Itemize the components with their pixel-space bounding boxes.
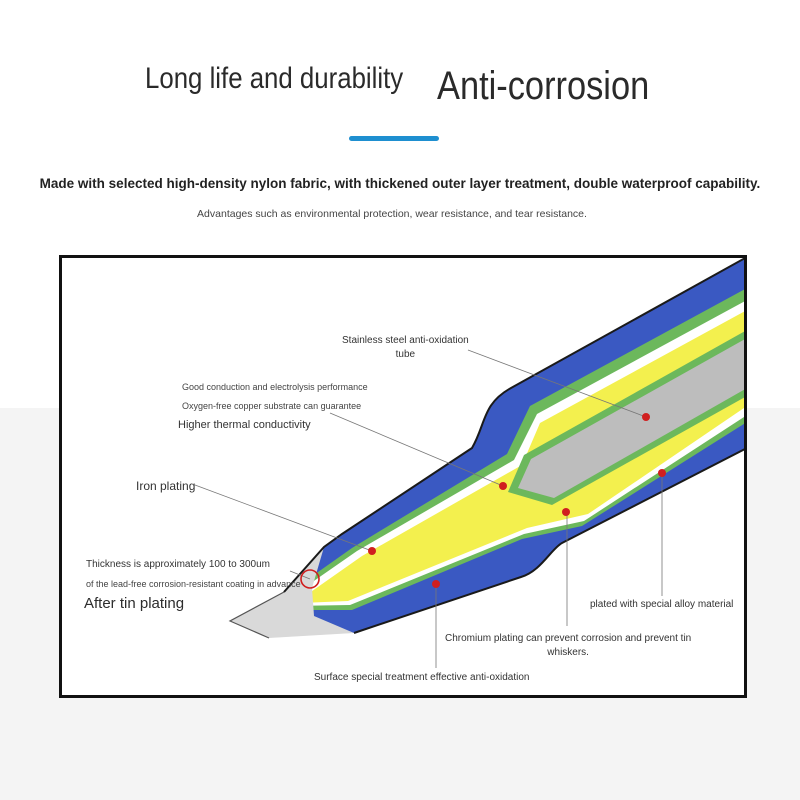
label-lead-free: of the lead-free corrosion-resistant coa… (86, 579, 301, 589)
label-chromium-plating: Chromium plating can prevent corrosion a… (445, 633, 692, 658)
marker-group (368, 413, 666, 588)
tin-plated-tip (230, 547, 354, 638)
leader-lines (194, 349, 663, 668)
title-anti-corrosion: Anti-corrosion (437, 64, 650, 108)
intro-headline: Made with selected high-density nylon fa… (39, 176, 761, 191)
label-stainless-steel: Stainless steel anti-oxidation tube (342, 335, 469, 360)
title-long-life: Long life and durability (145, 62, 404, 95)
marker-surface (432, 580, 440, 588)
label-thickness: Thickness is approximately 100 to 300um (86, 559, 270, 570)
marker-chromium (562, 508, 570, 516)
tip-edge (228, 591, 285, 639)
label-surface-treatment: Surface special treatment effective anti… (314, 672, 530, 683)
tin-thickness-ring (300, 569, 320, 589)
label-iron-plating: Iron plating (136, 479, 196, 493)
accent-underline (349, 136, 439, 141)
label-oxygen-free: Oxygen-free copper substrate can guarant… (182, 401, 362, 411)
label-after-tin-plating: After tin plating (84, 595, 185, 612)
marker-steel-tube (642, 413, 650, 421)
marker-copper-core (499, 482, 507, 490)
copper-core (301, 311, 744, 603)
intro-subline: Advantages such as environmental protect… (197, 208, 587, 220)
label-alloy-material: plated with special alloy material (590, 599, 734, 610)
soldering-tip-diagram: Stainless steel anti-oxidation tube Good… (59, 255, 747, 698)
tip-cross-section (194, 258, 744, 668)
label-thermal-conductivity: Higher thermal conductivity (178, 419, 311, 431)
label-good-conduction: Good conduction and electrolysis perform… (182, 382, 368, 392)
marker-iron-plating (368, 547, 376, 555)
steel-tube (518, 339, 744, 498)
tip-outline (283, 258, 744, 634)
marker-alloy (658, 469, 666, 477)
